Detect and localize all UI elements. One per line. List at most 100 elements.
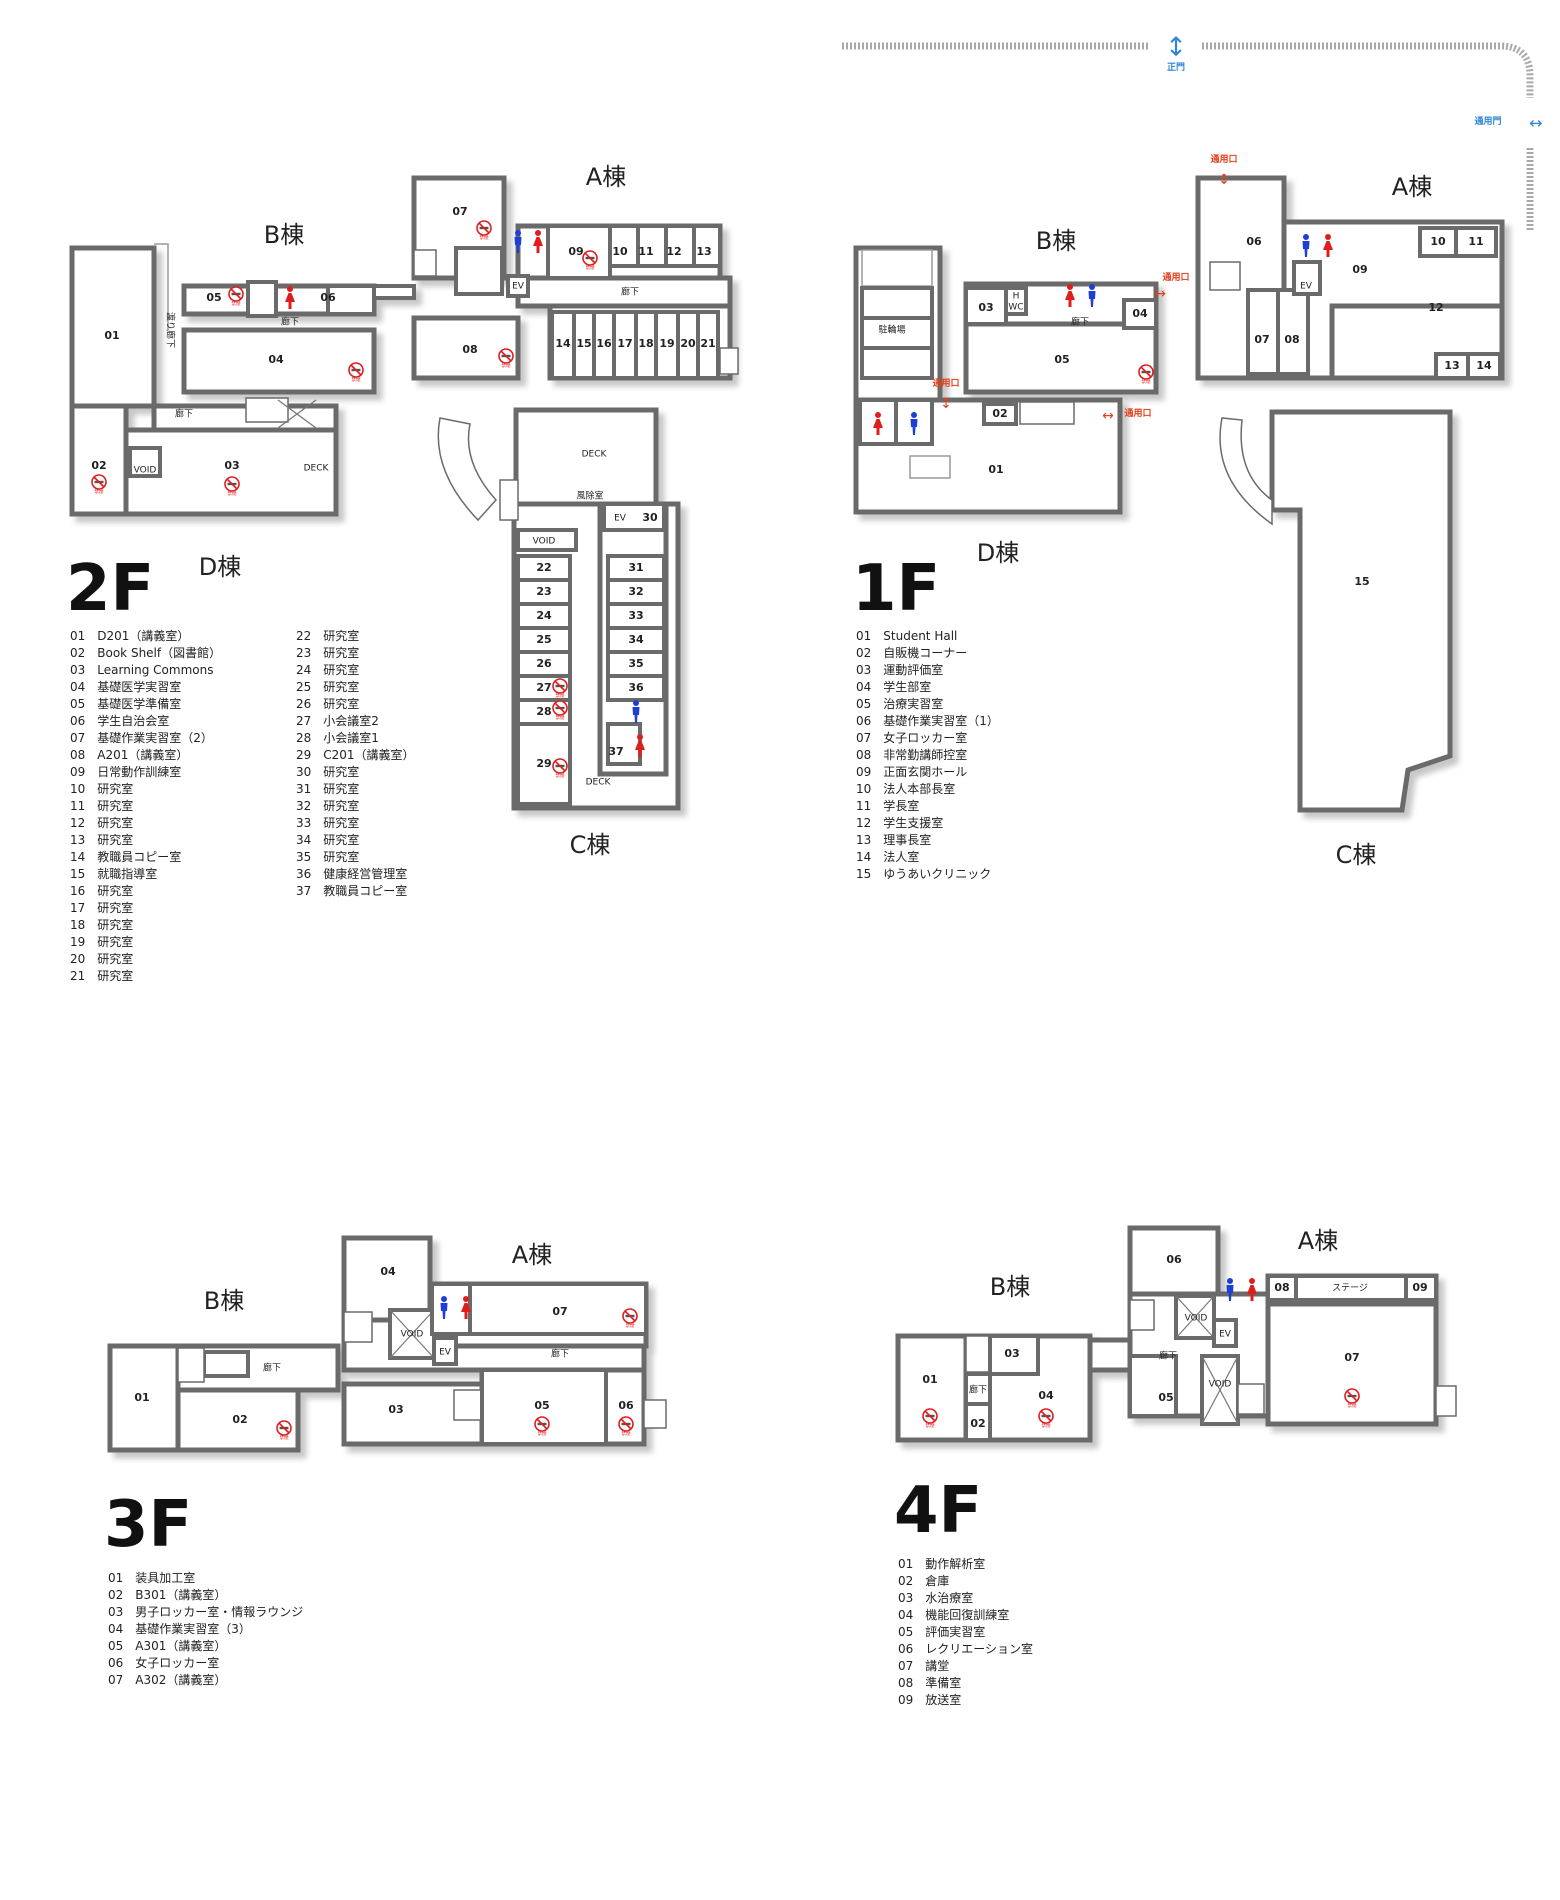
svg-text:32 研究室: 32 研究室 xyxy=(296,798,359,813)
svg-text:25: 25 xyxy=(536,633,551,646)
svg-text:A棟: A棟 xyxy=(586,163,626,191)
svg-text:01 装具加工室: 01 装具加工室 xyxy=(108,1570,195,1585)
svg-text:12: 12 xyxy=(666,245,681,258)
svg-text:29 C201（講義室）: 29 C201（講義室） xyxy=(296,747,415,762)
svg-text:04 機能回復訓練室: 04 機能回復訓練室 xyxy=(898,1607,1009,1622)
svg-text:07 A302（講義室）: 07 A302（講義室） xyxy=(108,1672,226,1687)
svg-text:07: 07 xyxy=(452,205,467,218)
svg-text:02 自販機コーナー: 02 自販機コーナー xyxy=(856,645,967,660)
svg-text:VOID: VOID xyxy=(1185,1314,1208,1324)
svg-text:H: H xyxy=(1013,292,1020,302)
svg-text:07: 07 xyxy=(1344,1351,1359,1364)
svg-text:↔: ↔ xyxy=(1102,408,1114,424)
svg-text:08 A201（講義室）: 08 A201（講義室） xyxy=(70,747,188,762)
svg-text:36: 36 xyxy=(628,681,644,694)
svg-text:04 学生部室: 04 学生部室 xyxy=(856,679,931,694)
svg-text:C棟: C棟 xyxy=(570,831,611,859)
svg-text:VOID: VOID xyxy=(401,1330,424,1340)
svg-text:24: 24 xyxy=(536,609,552,622)
svg-text:通用口: 通用口 xyxy=(1210,153,1237,165)
svg-text:12 学生支援室: 12 学生支援室 xyxy=(856,815,943,830)
svg-text:15: 15 xyxy=(576,337,591,350)
svg-text:02 B301（講義室）: 02 B301（講義室） xyxy=(108,1587,226,1602)
svg-text:36 健康経営管理室: 36 健康経営管理室 xyxy=(296,866,407,881)
svg-text:11 研究室: 11 研究室 xyxy=(70,798,133,813)
svg-text:09 正面玄関ホール: 09 正面玄関ホール xyxy=(856,764,967,779)
svg-text:31: 31 xyxy=(628,561,643,574)
svg-text:13 理事長室: 13 理事長室 xyxy=(856,832,931,847)
svg-text:廊下: 廊下 xyxy=(281,316,299,328)
svg-text:04 基礎医学実習室: 04 基礎医学実習室 xyxy=(70,679,181,694)
svg-text:01 Student Hall: 01 Student Hall xyxy=(856,629,957,643)
svg-text:09 日常動作訓練室: 09 日常動作訓練室 xyxy=(70,764,181,779)
svg-text:03: 03 xyxy=(978,301,993,314)
floor-2f-plan: 01 02 03 04 05 06 07 08 09 10 11 12 13 1… xyxy=(66,163,739,859)
svg-text:25 研究室: 25 研究室 xyxy=(296,679,359,694)
svg-text:06: 06 xyxy=(1246,235,1262,248)
svg-text:05: 05 xyxy=(206,291,221,304)
svg-text:02: 02 xyxy=(970,1417,985,1430)
svg-text:廊下: 廊下 xyxy=(621,286,639,298)
svg-text:03 運動評価室: 03 運動評価室 xyxy=(856,662,943,677)
svg-text:05 A301（講義室）: 05 A301（講義室） xyxy=(108,1638,226,1653)
svg-text:03 Learning Commons: 03 Learning Commons xyxy=(70,663,213,677)
svg-text:07: 07 xyxy=(552,1305,567,1318)
svg-text:廊下: 廊下 xyxy=(969,1384,987,1396)
svg-text:24 研究室: 24 研究室 xyxy=(296,662,359,677)
svg-text:09: 09 xyxy=(1352,263,1367,276)
svg-text:03 水治療室: 03 水治療室 xyxy=(898,1590,973,1605)
svg-text:14: 14 xyxy=(555,337,571,350)
svg-text:05: 05 xyxy=(1158,1391,1173,1404)
svg-text:A棟: A棟 xyxy=(1298,1227,1338,1255)
svg-text:10: 10 xyxy=(612,245,628,258)
svg-text:EV: EV xyxy=(614,514,627,524)
svg-text:21: 21 xyxy=(700,337,715,350)
svg-text:34: 34 xyxy=(628,633,644,646)
svg-text:08: 08 xyxy=(1284,333,1299,346)
svg-text:通用口: 通用口 xyxy=(932,377,959,389)
svg-text:DECK: DECK xyxy=(586,778,612,788)
svg-text:EV: EV xyxy=(1300,282,1313,292)
svg-text:08 非常勤講師控室: 08 非常勤講師控室 xyxy=(856,747,967,762)
svg-text:16: 16 xyxy=(596,337,612,350)
svg-text:C棟: C棟 xyxy=(1336,841,1377,869)
svg-text:02 Book Shelf（図書館）: 02 Book Shelf（図書館） xyxy=(70,645,221,660)
svg-text:廊下: 廊下 xyxy=(551,1348,569,1360)
svg-text:13: 13 xyxy=(696,245,711,258)
svg-text:31 研究室: 31 研究室 xyxy=(296,781,359,796)
svg-text:17 研究室: 17 研究室 xyxy=(70,900,133,915)
svg-text:07 講堂: 07 講堂 xyxy=(898,1658,949,1673)
svg-text:13: 13 xyxy=(1444,359,1459,372)
svg-text:18: 18 xyxy=(638,337,653,350)
svg-text:09: 09 xyxy=(1412,1281,1427,1294)
svg-text:VOID: VOID xyxy=(1209,1380,1232,1390)
svg-text:28: 28 xyxy=(536,705,551,718)
svg-text:27 小会議室2: 27 小会議室2 xyxy=(296,713,379,728)
svg-text:風除室: 風除室 xyxy=(576,490,603,502)
svg-text:廊下: 廊下 xyxy=(1159,1350,1177,1362)
floor-2f-label: 2F xyxy=(66,552,154,626)
floor-2f-legend: 01 D201（講義室） 02 Book Shelf（図書館） 03 Learn… xyxy=(70,628,415,983)
svg-text:06: 06 xyxy=(320,291,336,304)
svg-text:05: 05 xyxy=(1054,353,1069,366)
svg-text:↕: ↕ xyxy=(1218,172,1230,188)
svg-text:16 研究室: 16 研究室 xyxy=(70,883,133,898)
svg-text:14: 14 xyxy=(1476,359,1492,372)
svg-text:02: 02 xyxy=(232,1413,247,1426)
svg-text:37 教職員コピー室: 37 教職員コピー室 xyxy=(296,883,407,898)
svg-text:19 研究室: 19 研究室 xyxy=(70,934,133,949)
svg-text:DECK: DECK xyxy=(304,464,330,474)
svg-text:11: 11 xyxy=(1468,235,1483,248)
svg-text:02 倉庫: 02 倉庫 xyxy=(898,1573,949,1588)
svg-text:06 学生自治会室: 06 学生自治会室 xyxy=(70,713,169,728)
svg-text:05 評価実習室: 05 評価実習室 xyxy=(898,1624,985,1639)
svg-text:01: 01 xyxy=(922,1373,937,1386)
svg-text:14 法人室: 14 法人室 xyxy=(856,849,919,864)
svg-text:10: 10 xyxy=(1430,235,1446,248)
svg-text:07 女子ロッカー室: 07 女子ロッカー室 xyxy=(856,730,967,745)
svg-text:26 研究室: 26 研究室 xyxy=(296,696,359,711)
svg-text:02: 02 xyxy=(992,407,1007,420)
svg-text:01: 01 xyxy=(134,1391,149,1404)
svg-text:廊下: 廊下 xyxy=(1071,316,1089,328)
svg-text:駐輪場: 駐輪場 xyxy=(878,324,905,336)
